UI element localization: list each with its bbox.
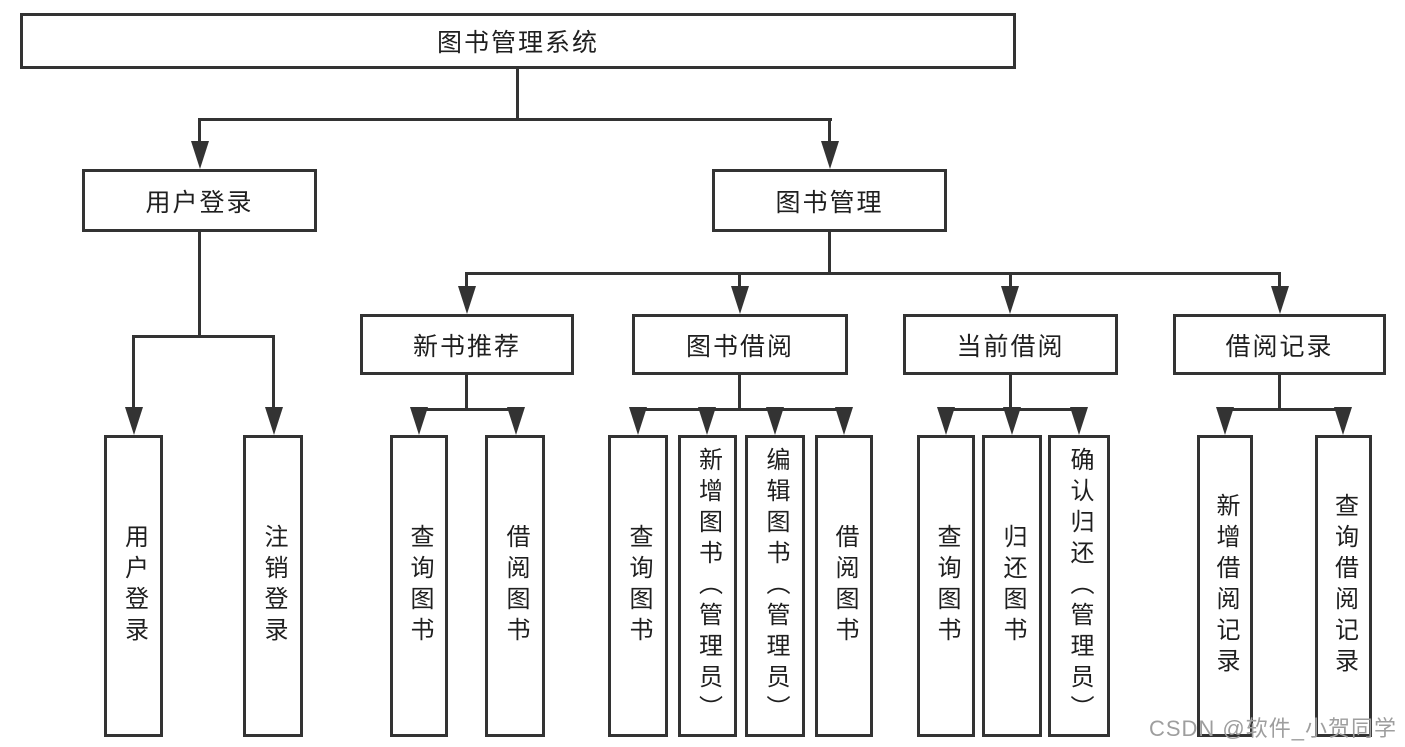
node-label: 查询图书 xyxy=(406,524,433,648)
node-label: 查询图书 xyxy=(625,524,652,648)
leaf-confirm-return-admin: 确认归还（管理员） xyxy=(1048,435,1110,737)
leaf-query-borrow-record: 查询借阅记录 xyxy=(1315,435,1372,737)
node-label: 注销登录 xyxy=(260,524,287,648)
arrow-down-icon xyxy=(125,407,143,435)
node-label: 确认归还（管理员） xyxy=(1066,446,1093,726)
node-user-login: 用户登录 xyxy=(82,169,317,232)
node-label: 图书借阅 xyxy=(685,332,794,361)
node-label: 编辑图书（管理员） xyxy=(762,446,789,726)
arrow-down-icon xyxy=(1003,407,1021,435)
arrow-down-icon xyxy=(629,407,647,435)
node-label: 用户登录 xyxy=(145,188,254,217)
node-current-borrow: 当前借阅 xyxy=(903,314,1118,375)
arrow-down-icon xyxy=(698,407,716,435)
arrow-down-icon xyxy=(835,407,853,435)
node-label: 归还图书 xyxy=(999,524,1026,648)
node-borrow-records: 借阅记录 xyxy=(1173,314,1386,375)
arrow-down-icon xyxy=(410,407,428,435)
node-book-management: 图书管理 xyxy=(712,169,947,232)
connector-line xyxy=(465,272,1281,275)
leaf-edit-books-admin: 编辑图书（管理员） xyxy=(745,435,805,737)
arrow-down-icon xyxy=(265,407,283,435)
leaf-query-books-borrow: 查询图书 xyxy=(608,435,668,737)
node-label: 新增图书（管理员） xyxy=(694,446,722,726)
leaf-logout: 注销登录 xyxy=(243,435,303,737)
watermark: CSDN @软件_小贺同学 xyxy=(1148,716,1397,741)
arrow-down-icon xyxy=(821,141,839,169)
connector-line xyxy=(828,232,831,272)
leaf-add-borrow-record: 新增借阅记录 xyxy=(1197,435,1253,737)
connector-line xyxy=(272,335,275,410)
arrow-down-icon xyxy=(1216,407,1234,435)
connector-line xyxy=(738,272,741,290)
connector-line xyxy=(465,272,468,290)
connector-line xyxy=(132,335,275,338)
arrow-down-icon xyxy=(191,141,209,169)
node-label: 用户登录 xyxy=(120,524,148,648)
leaf-return-books: 归还图书 xyxy=(982,435,1042,737)
arrow-down-icon xyxy=(507,407,525,435)
connector-line xyxy=(465,375,468,408)
connector-line xyxy=(1223,408,1345,411)
arrow-down-icon xyxy=(1070,407,1088,435)
arrow-down-icon xyxy=(458,286,476,314)
leaf-borrow-books: 借阅图书 xyxy=(815,435,873,737)
node-new-book-recommend: 新书推荐 xyxy=(360,314,574,375)
connector-line xyxy=(1278,375,1281,408)
node-label: 新书推荐 xyxy=(412,332,521,361)
connector-line xyxy=(828,118,831,148)
node-library-system: 图书管理系统 xyxy=(20,13,1016,69)
connector-line xyxy=(1009,375,1012,408)
arrow-down-icon xyxy=(766,407,784,435)
connector-line xyxy=(1009,272,1012,290)
connector-line xyxy=(198,232,201,335)
node-label: 借阅图书 xyxy=(831,524,858,648)
node-label: 图书管理 xyxy=(775,188,884,217)
connector-line xyxy=(417,408,518,411)
leaf-query-books-current: 查询图书 xyxy=(917,435,975,737)
arrow-down-icon xyxy=(731,286,749,314)
leaf-user-login: 用户登录 xyxy=(104,435,163,737)
connector-line xyxy=(636,408,846,411)
connector-line xyxy=(132,335,135,410)
node-label: 借阅图书 xyxy=(502,524,529,648)
node-label: 查询借阅记录 xyxy=(1330,493,1358,679)
node-label: 查询图书 xyxy=(933,524,960,648)
arrow-down-icon xyxy=(1001,286,1019,314)
node-book-borrow: 图书借阅 xyxy=(632,314,848,375)
node-label: 新增借阅记录 xyxy=(1212,493,1239,679)
node-label: 当前借阅 xyxy=(956,332,1065,361)
connector-line xyxy=(198,118,832,121)
leaf-borrow-books-recommend: 借阅图书 xyxy=(485,435,545,737)
connector-line xyxy=(738,375,741,408)
connector-line xyxy=(516,69,519,118)
connector-line xyxy=(1278,272,1281,290)
arrow-down-icon xyxy=(1271,286,1289,314)
arrow-down-icon xyxy=(1334,407,1352,435)
arrow-down-icon xyxy=(937,407,955,435)
connector-line xyxy=(198,118,201,148)
leaf-add-books-admin: 新增图书（管理员） xyxy=(678,435,737,737)
node-label: 借阅记录 xyxy=(1225,332,1334,361)
node-label: 图书管理系统 xyxy=(436,29,599,57)
leaf-query-books-recommend: 查询图书 xyxy=(390,435,448,737)
